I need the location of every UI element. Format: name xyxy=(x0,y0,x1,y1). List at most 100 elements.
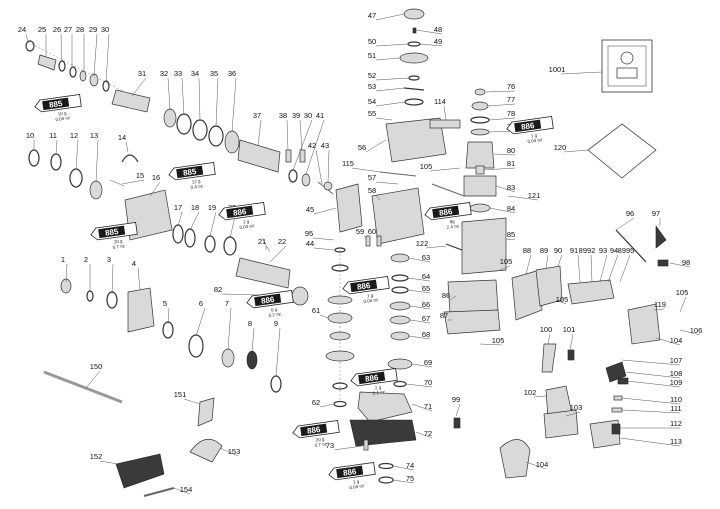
callout-c54: 54 xyxy=(368,97,376,106)
part-78-ring xyxy=(470,116,490,124)
callout-c34: 34 xyxy=(191,69,199,78)
part-154-screw xyxy=(143,487,175,497)
callout-c14: 14 xyxy=(118,133,126,142)
leader-c65 xyxy=(407,289,431,294)
leader-c106 xyxy=(679,329,701,336)
leader-c150 xyxy=(85,370,101,389)
callout-c86: 86 xyxy=(442,291,450,300)
callout-c25: 25 xyxy=(38,25,46,34)
lube-tag-weight: 0.4 oz xyxy=(190,183,204,190)
leader-c105b xyxy=(499,265,511,271)
leader-c38 xyxy=(286,119,289,151)
part-5-ring xyxy=(162,321,174,339)
part-21-pin xyxy=(261,237,271,253)
callout-c98: 98 xyxy=(682,258,690,267)
lube-tag-weight: 2.4 oz xyxy=(446,223,460,230)
lube-tag-code: 886 xyxy=(365,373,380,384)
part-22-shaft xyxy=(235,257,291,289)
callout-c5: 5 xyxy=(163,299,167,308)
part-61f-ring xyxy=(332,382,348,390)
leader-c45 xyxy=(313,207,337,215)
callout-c101: 101 xyxy=(563,325,576,334)
part-31-tool-holder xyxy=(111,89,151,113)
lube-tag-code: 886 xyxy=(343,467,358,478)
part-34-ring xyxy=(192,119,208,141)
callout-c85: 85 xyxy=(507,230,515,239)
part-1001-symbol-box xyxy=(616,67,638,79)
leader-c44 xyxy=(313,247,335,251)
leader-c8995 xyxy=(619,254,631,283)
part-56-top-cover xyxy=(385,117,447,163)
callout-c43: 43 xyxy=(321,141,329,150)
leader-c69 xyxy=(411,363,433,368)
callout-c39: 39 xyxy=(292,111,300,120)
lube-tag-badge xyxy=(98,225,126,239)
lube-tag-amount: 20 g xyxy=(113,238,123,244)
callout-c1001: 1001 xyxy=(549,65,566,74)
callout-c151: 151 xyxy=(174,390,187,399)
callout-c90: 90 xyxy=(554,246,562,255)
part-120-sheet xyxy=(587,123,657,179)
callout-c64: 64 xyxy=(422,272,430,281)
part-14-clip xyxy=(121,154,139,163)
callout-c153: 153 xyxy=(228,447,241,456)
callout-c45: 45 xyxy=(306,205,314,214)
leader-c89 xyxy=(545,254,549,269)
callout-c68: 68 xyxy=(422,330,430,339)
leader-c74 xyxy=(392,465,415,471)
leader-c8 xyxy=(251,327,255,353)
callout-c65: 65 xyxy=(422,284,430,293)
callout-c52: 52 xyxy=(368,71,376,80)
callout-labels: 1234567891011121314151617181920212224252… xyxy=(18,11,702,494)
callout-c84: 84 xyxy=(507,204,515,213)
part-101-spring xyxy=(567,349,575,361)
callout-c38: 38 xyxy=(279,111,287,120)
part-61e-plate xyxy=(325,350,355,362)
callout-c7: 7 xyxy=(225,299,229,308)
part-99-spring xyxy=(453,417,461,429)
callout-c97: 97 xyxy=(652,209,660,218)
leader-c64 xyxy=(407,277,431,282)
part-61b-disc xyxy=(327,295,353,305)
callout-c77: 77 xyxy=(507,95,515,104)
lube-tag-badge xyxy=(42,97,70,111)
leader-c122 xyxy=(425,245,447,249)
leader-c35 xyxy=(215,77,219,127)
leader-c105e xyxy=(555,299,567,305)
part-104-grip xyxy=(499,439,531,479)
part-81-collar xyxy=(475,165,485,175)
leader-c11 xyxy=(55,139,58,155)
part-91-switch-plate xyxy=(567,279,615,305)
callout-c103: 103 xyxy=(570,403,583,412)
leader-c101 xyxy=(569,333,574,351)
callout-c94: 94 xyxy=(610,246,618,255)
part-10-circlip xyxy=(28,149,40,167)
part-9-ring xyxy=(270,375,282,393)
leader-c110 xyxy=(621,397,681,405)
part-103-brush-plate xyxy=(543,409,579,439)
callout-c32: 32 xyxy=(160,69,168,78)
lube-tag-code: 886 xyxy=(261,295,276,306)
callout-c37: 37 xyxy=(253,111,261,120)
callout-c8995: 8995 xyxy=(618,246,635,255)
callout-c74: 74 xyxy=(406,461,414,470)
leader-c115 xyxy=(351,167,381,173)
lube-tag-amount: 1 g xyxy=(243,219,250,225)
leader-c100 xyxy=(547,333,551,345)
callout-c53: 53 xyxy=(368,82,376,91)
callout-c100: 100 xyxy=(540,325,553,334)
leader-c49 xyxy=(419,43,443,47)
part-77-bearing xyxy=(471,101,489,111)
leader-c17 xyxy=(177,211,183,227)
callout-c78: 78 xyxy=(507,109,515,118)
lube-tag-badge xyxy=(300,423,328,437)
part-41-bush xyxy=(301,173,311,187)
part-4-dust-cap xyxy=(127,287,155,333)
callout-c82: 82 xyxy=(214,285,222,294)
leader-c6 xyxy=(195,307,206,337)
part-115-rod xyxy=(379,171,417,177)
leader-c12 xyxy=(75,139,79,171)
part-38-pin xyxy=(285,149,292,163)
